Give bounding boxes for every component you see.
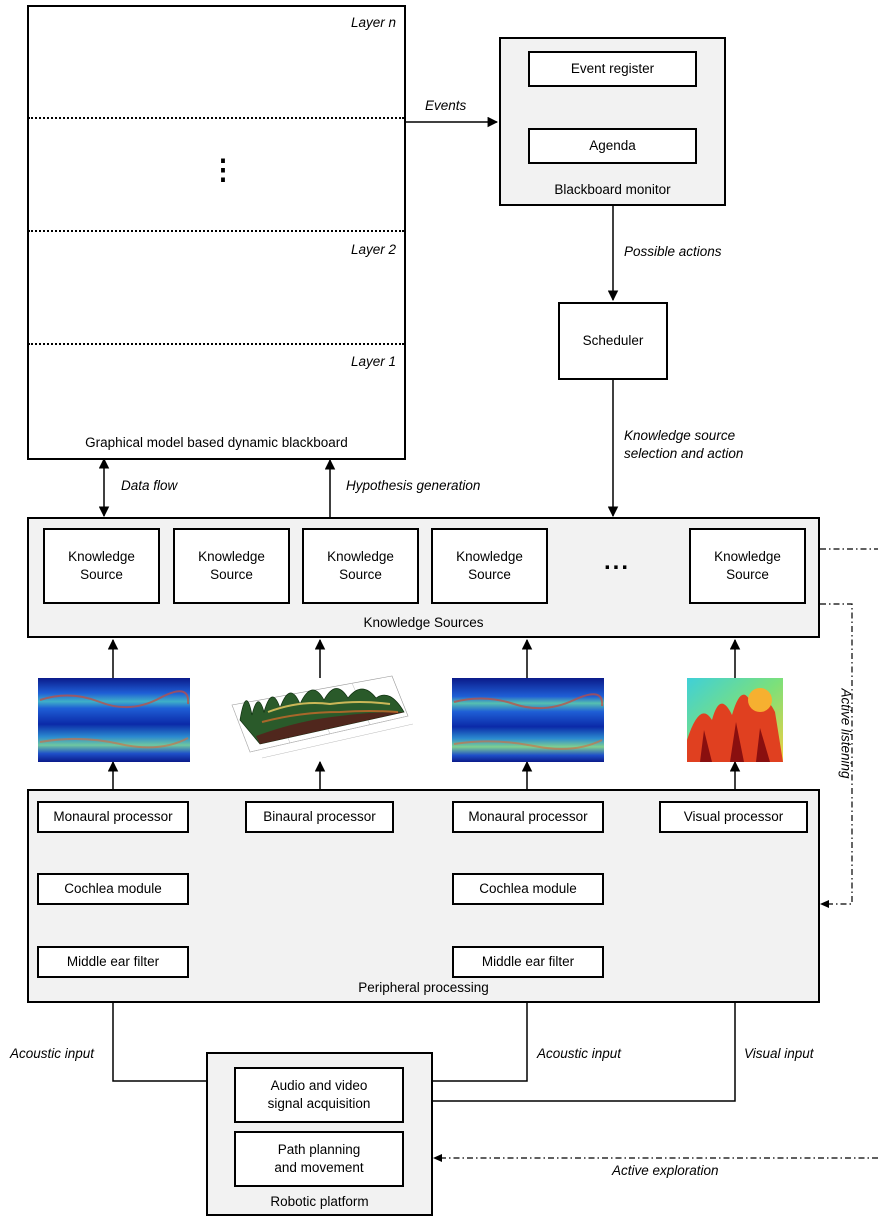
knowledge-source-box-2: Knowledge Source — [173, 528, 290, 604]
active-listening-arrowhead — [820, 900, 829, 908]
possible-actions-label: Possible actions — [624, 244, 722, 259]
ks-selection-label-line2: selection and action — [624, 446, 744, 461]
layer-1-label: Layer 1 — [350, 354, 396, 369]
ks5-line2: Source — [726, 567, 769, 582]
ks1-line2: Source — [80, 567, 123, 582]
ks2-line2: Source — [210, 567, 253, 582]
ks4-line2: Source — [468, 567, 511, 582]
knowledge-source-box-4: Knowledge Source — [431, 528, 548, 604]
knowledge-source-box-5: Knowledge Source — [689, 528, 806, 604]
middle-ear-filter-right: Middle ear filter — [452, 946, 604, 978]
active-exploration-arrowhead — [433, 1154, 442, 1162]
ks5-line1: Knowledge — [714, 548, 781, 564]
blackboard-panel: Layer n Layer 2 Layer 1 ⋮ Graphical mode… — [27, 5, 406, 460]
knowledge-source-box-3: Knowledge Source — [302, 528, 419, 604]
acoustic-input-left-arrow — [107, 977, 207, 1082]
path-line1: Path planning — [277, 1141, 361, 1157]
middle-ear-filter-left: Middle ear filter — [37, 946, 189, 978]
blackboard-title: Graphical model based dynamic blackboard — [85, 435, 348, 450]
signal-acquisition-box: Audio and video signal acquisition — [234, 1067, 404, 1123]
hypothesis-generation-label: Hypothesis generation — [346, 478, 481, 493]
ks-selection-label-line1: Knowledge source — [624, 428, 736, 443]
knowledge-sources-ellipsis: ... — [604, 548, 631, 575]
ks3-line1: Knowledge — [327, 548, 394, 564]
layer-divider-bottom — [28, 343, 404, 345]
monaural-processor-right: Monaural processor — [452, 801, 604, 833]
active-listening-line — [820, 603, 853, 905]
layer-2-label: Layer 2 — [350, 242, 396, 257]
feature-surface-plot — [231, 675, 414, 759]
ks1-line1: Knowledge — [68, 548, 135, 564]
visual-processor: Visual processor — [659, 801, 808, 833]
path-planning-box: Path planning and movement — [234, 1131, 404, 1187]
ks4-line1: Knowledge — [456, 548, 523, 564]
binaural-processor: Binaural processor — [245, 801, 394, 833]
feature-depth-map — [687, 678, 783, 762]
ks2-line1: Knowledge — [198, 548, 265, 564]
peripheral-processing-title: Peripheral processing — [358, 980, 489, 995]
layer-ellipsis: ⋮ — [209, 154, 237, 185]
active-exploration-label: Active exploration — [612, 1163, 719, 1178]
layer-n-label: Layer n — [350, 15, 396, 30]
feature-spectrogram-left — [38, 678, 190, 762]
event-register-box: Event register — [528, 51, 697, 87]
monitor-title: Blackboard monitor — [554, 182, 671, 197]
robotic-platform-title: Robotic platform — [270, 1194, 369, 1209]
knowledge-source-box-1: Knowledge Source — [43, 528, 160, 604]
cochlea-module-right: Cochlea module — [452, 873, 604, 905]
path-line2: and movement — [274, 1160, 364, 1175]
feature-spectrogram-right — [452, 678, 604, 762]
layer-divider-top — [28, 117, 404, 119]
acq-line2: signal acquisition — [267, 1096, 371, 1111]
scheduler-box: Scheduler — [558, 302, 668, 380]
agenda-box: Agenda — [528, 128, 697, 164]
layer-divider-middle — [28, 230, 404, 232]
acoustic-input-left-label: Acoustic input — [10, 1046, 95, 1061]
cochlea-module-left: Cochlea module — [37, 873, 189, 905]
acoustic-input-right-label: Acoustic input — [537, 1046, 622, 1061]
monaural-processor-left: Monaural processor — [37, 801, 189, 833]
events-label: Events — [425, 98, 467, 113]
knowledge-sources-title: Knowledge Sources — [363, 615, 484, 630]
visual-input-label: Visual input — [744, 1046, 814, 1061]
ks3-line2: Source — [339, 567, 382, 582]
acq-line1: Audio and video — [270, 1077, 368, 1093]
active-listening-label: Active listening — [838, 688, 854, 779]
data-flow-label: Data flow — [121, 478, 178, 493]
acoustic-input-right-arrow — [432, 977, 533, 1082]
